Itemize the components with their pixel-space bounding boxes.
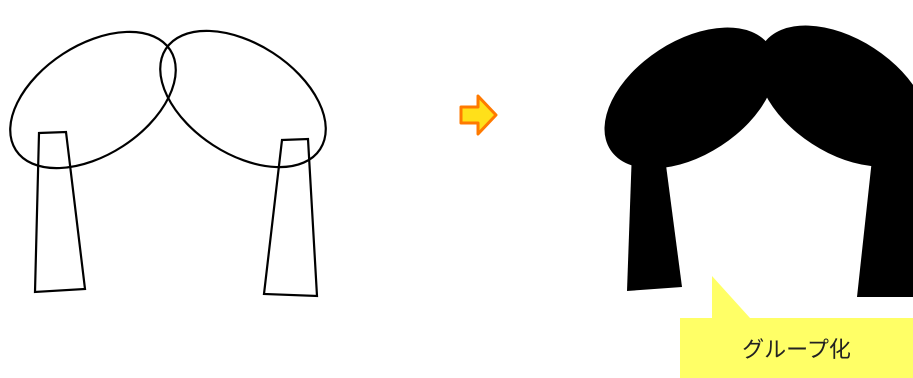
grouped-right-strip [857,150,913,297]
grouped-shape [579,0,913,297]
left-strip-outline [35,132,85,292]
right-strip-outline [264,139,317,296]
ungrouped-shapes [0,3,350,296]
grouped-left-lobe [579,0,800,198]
grouped-left-strip [627,150,682,291]
callout-label: グループ化 [680,318,913,378]
callout-tail [712,276,750,318]
right-arrow-icon [461,96,496,134]
right-ellipse-outline [136,3,350,195]
